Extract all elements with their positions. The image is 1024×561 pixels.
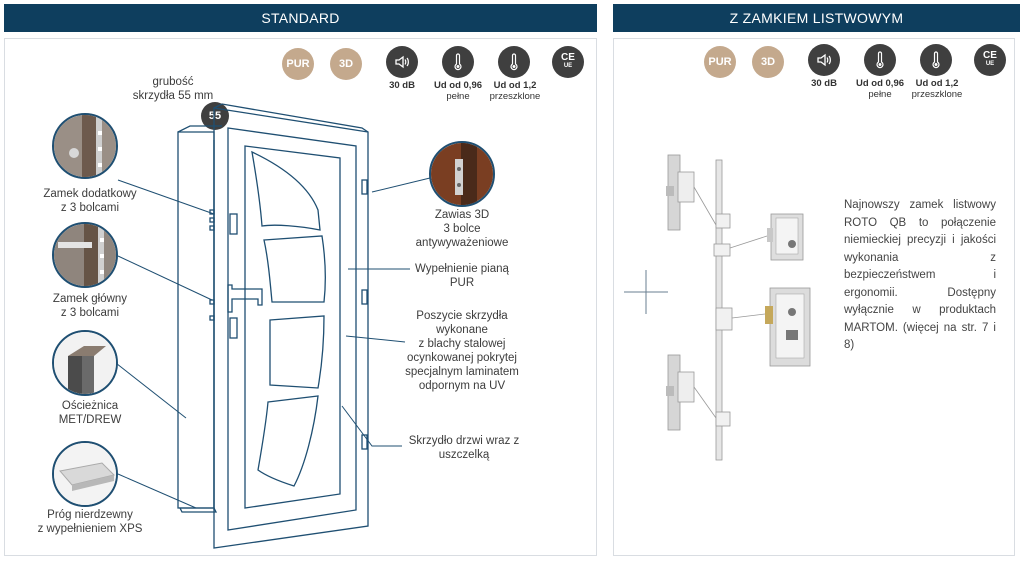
thermometer-icon [498,46,530,78]
speaker-icon [808,44,840,76]
3d-badge: 3D [752,46,784,78]
pur-badge: PUR [282,48,314,80]
multipoint-lock-description: Najnowszy zamek listwowy ROTO QB to połą… [844,199,996,351]
frame-photo [52,330,118,396]
thermometer-icon [442,46,474,78]
speaker-icon [386,46,418,78]
panel-multipoint-lock [613,38,1015,556]
threshold-photo [52,441,118,507]
extra-lock-photo [52,113,118,179]
main-lock-photo [52,222,118,288]
sound-caption: 30 dB [811,78,837,89]
header-multipoint-lock: Z ZAMKIEM LISTWOWYM [613,4,1020,32]
thermometer-icon [864,44,896,76]
header-standard: STANDARD [4,4,597,32]
pur-badge: PUR [704,46,736,78]
thickness-badge: 55 [201,102,229,130]
3d-badge: 3D [330,48,362,80]
sound-caption: 30 dB [389,80,415,91]
thermometer-icon [920,44,952,76]
hinge-photo [429,141,495,207]
